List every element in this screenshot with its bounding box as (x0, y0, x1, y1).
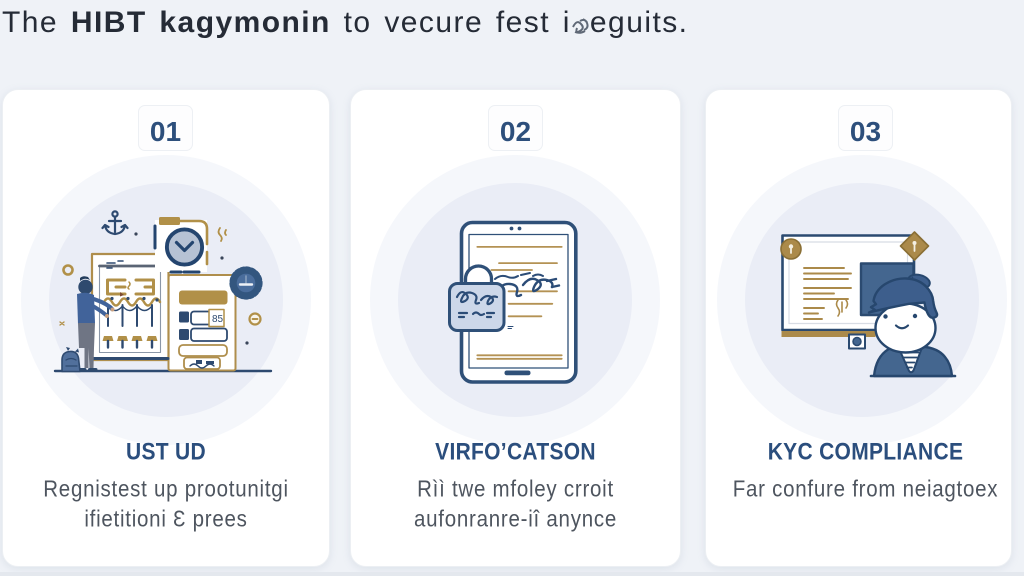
svg-text:85: 85 (212, 314, 224, 325)
